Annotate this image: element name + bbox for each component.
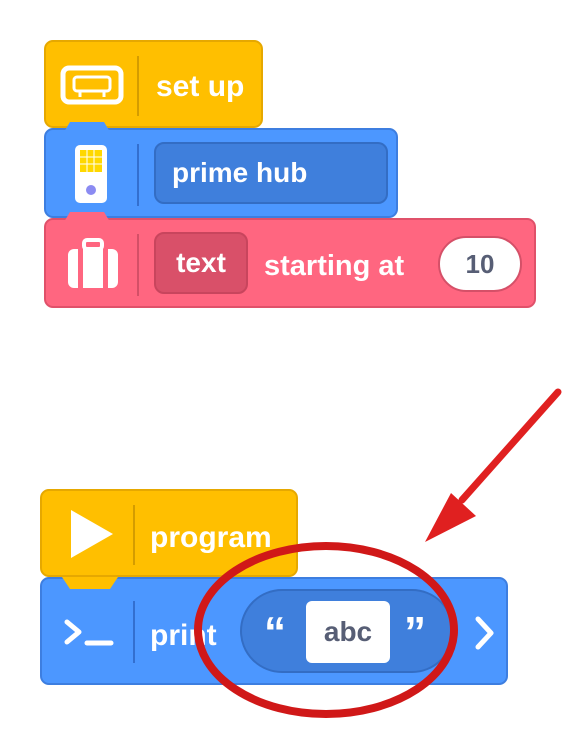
close-quote: ” bbox=[404, 608, 426, 657]
block-divider bbox=[137, 234, 139, 296]
text-start-block[interactable]: text starting at 10 bbox=[44, 212, 536, 308]
chevron-right-icon bbox=[474, 615, 496, 651]
text-dropdown-label: text bbox=[176, 247, 226, 278]
connector-notch bbox=[64, 210, 110, 222]
setup-label: set up bbox=[156, 70, 245, 103]
block-divider bbox=[133, 505, 135, 565]
connector-notch bbox=[64, 120, 110, 132]
print-label: print bbox=[150, 619, 217, 652]
hub-setup-icon bbox=[56, 60, 128, 110]
hub-dropdown-label: prime hub bbox=[172, 157, 308, 188]
hub-select-block[interactable]: prime hub bbox=[44, 122, 422, 218]
program-label: program bbox=[150, 521, 272, 554]
connector-notch bbox=[62, 577, 118, 591]
open-quote: “ bbox=[264, 608, 286, 657]
string-value-input[interactable]: abc bbox=[306, 601, 390, 663]
start-value-text: 10 bbox=[465, 248, 495, 279]
print-block[interactable]: print “ abc ” bbox=[40, 577, 508, 685]
arrow-head bbox=[425, 493, 476, 542]
string-value-text: abc bbox=[323, 616, 373, 647]
block-divider bbox=[137, 144, 139, 206]
chevron-right-icon bbox=[402, 156, 424, 192]
play-icon bbox=[58, 505, 124, 563]
arrow-shaft bbox=[458, 388, 562, 504]
prime-hub-icon bbox=[60, 140, 122, 208]
string-reporter[interactable]: “ abc ” bbox=[240, 589, 454, 673]
starting-at-label: starting at bbox=[264, 250, 405, 282]
block-divider bbox=[133, 601, 135, 663]
setup-block[interactable]: set up bbox=[44, 40, 263, 128]
terminal-icon bbox=[54, 609, 124, 657]
suitcase-icon bbox=[60, 232, 126, 296]
program-start-block[interactable]: program bbox=[40, 489, 298, 577]
hub-dropdown[interactable]: prime hub bbox=[154, 142, 422, 204]
block-divider bbox=[137, 56, 139, 116]
start-value-input[interactable]: 10 bbox=[438, 236, 522, 292]
text-dropdown[interactable]: text bbox=[154, 232, 248, 294]
